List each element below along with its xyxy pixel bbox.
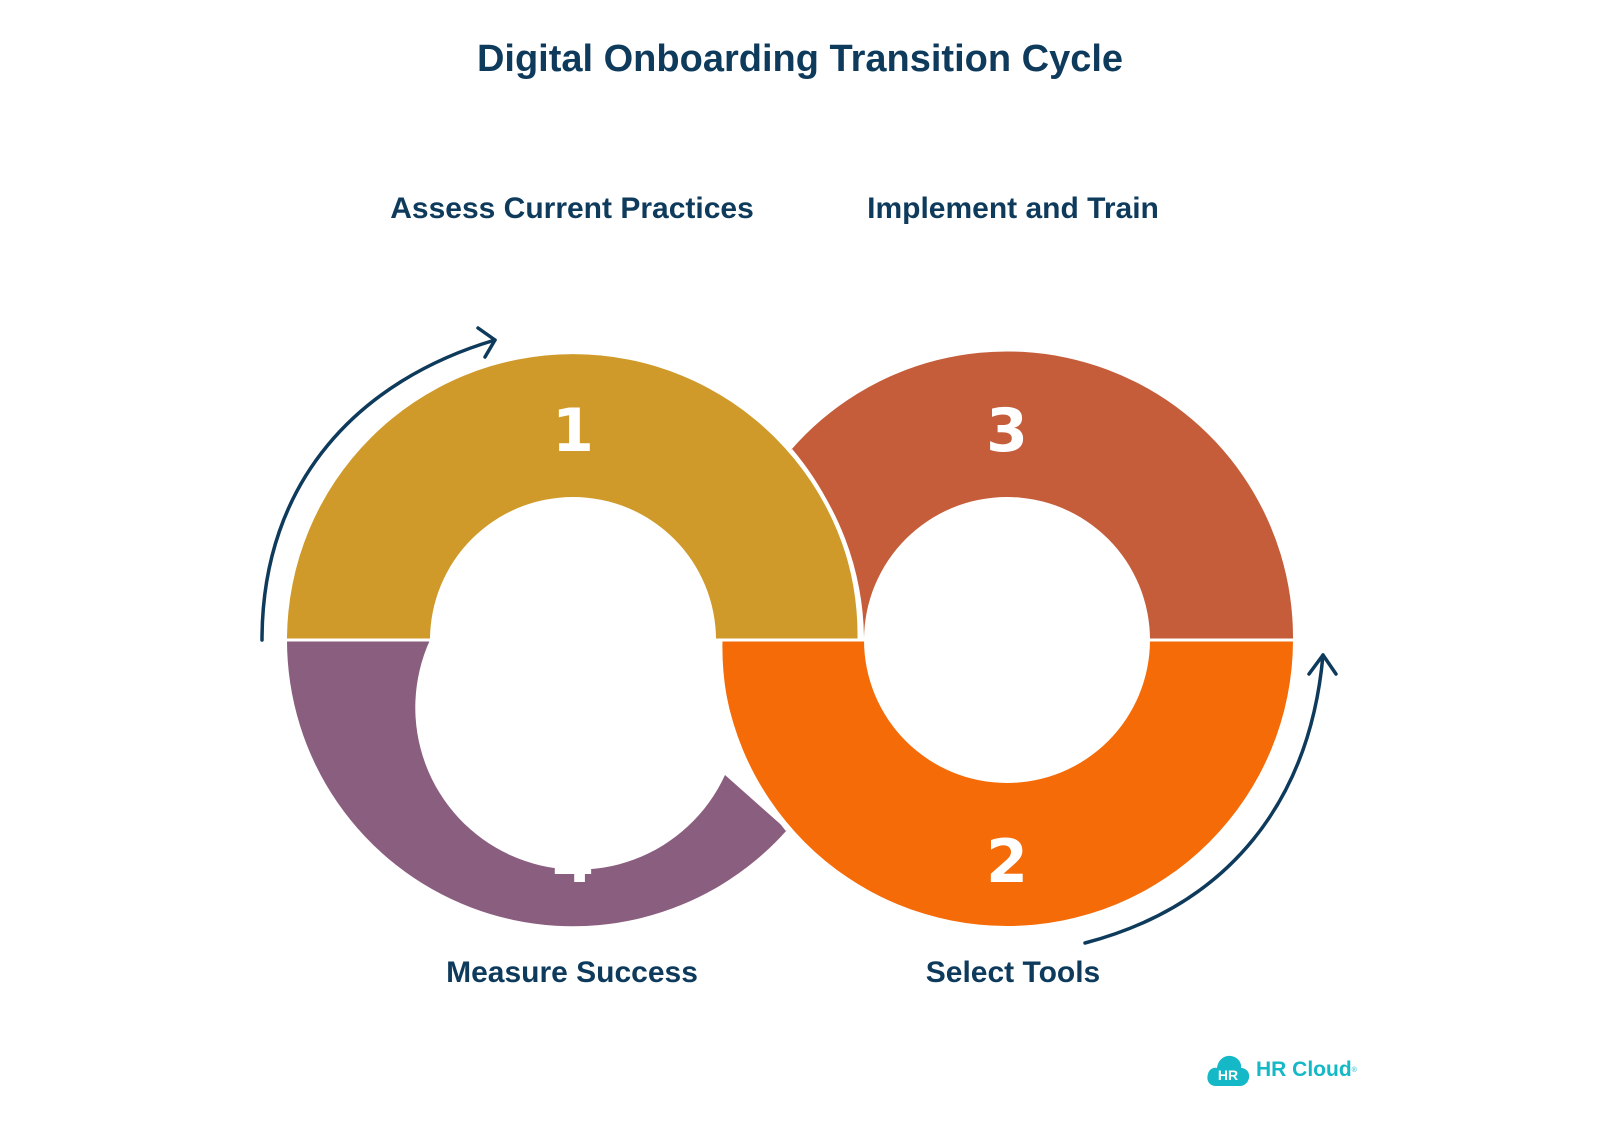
step-3-segment <box>791 351 1294 640</box>
cycle-arrow-right <box>1083 653 1325 945</box>
segment-dividers <box>287 449 1293 831</box>
step-1-number: 1 <box>552 396 594 466</box>
cycle-arrow-left <box>260 338 497 642</box>
step-1-segment <box>287 354 859 640</box>
cloud-icon: HR <box>1207 1055 1250 1086</box>
cycle-arrow-left-head-icon <box>476 326 497 359</box>
logo-name: HR Cloud <box>1256 1058 1352 1081</box>
page-title: Digital Onboarding Transition Cycle <box>476 38 1124 80</box>
logo-badge: HR <box>1218 1067 1238 1083</box>
step-3-label: Implement and Train <box>867 192 1159 225</box>
step-2-segment <box>721 640 1293 926</box>
step-2-number: 2 <box>986 827 1028 897</box>
step-4-number: 4 <box>552 827 594 897</box>
cycle-arrow-right-head-icon <box>1307 653 1338 676</box>
hr-cloud-logo: HR HR Cloud ® <box>1206 1052 1357 1088</box>
step-1-label: Assess Current Practices <box>390 192 754 225</box>
step-2-label: Select Tools <box>925 956 1101 989</box>
step-4-segment <box>286 640 787 927</box>
step-4-label: Measure Success <box>446 956 698 989</box>
logo-trademark: ® <box>1351 1066 1357 1074</box>
step-3-number: 3 <box>986 396 1028 466</box>
